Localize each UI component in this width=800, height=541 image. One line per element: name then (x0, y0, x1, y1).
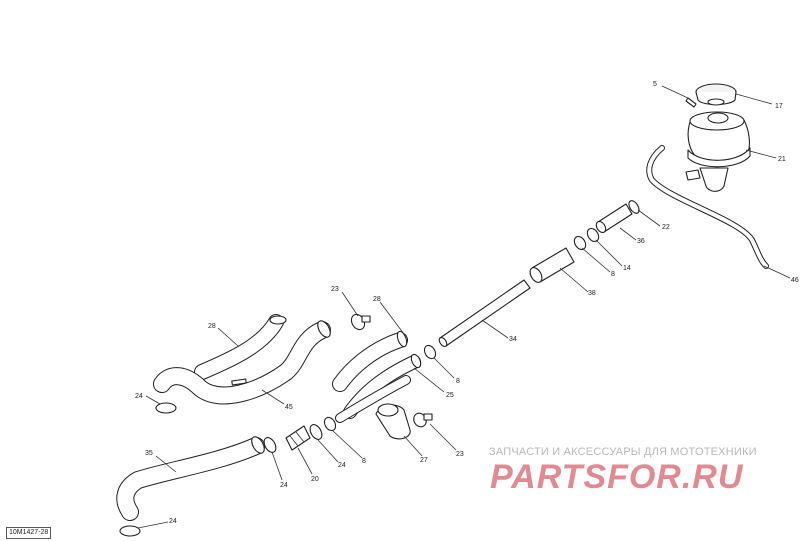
hose-45 (153, 320, 331, 405)
clamp-8-middle (423, 344, 437, 360)
clamp-24-bottom (119, 525, 141, 537)
callout-24-left: 24 (135, 393, 143, 400)
reservoir-cap (695, 83, 737, 106)
callout-28-left: 28 (208, 323, 216, 330)
clamp-23-upper (350, 313, 371, 331)
callout-21: 21 (778, 156, 786, 163)
clamp-23-lower (413, 412, 433, 428)
hose-38 (529, 247, 575, 283)
callout-35: 35 (145, 450, 153, 457)
callout-27: 27 (420, 457, 428, 464)
callout-8-upper: 8 (611, 271, 615, 278)
callout-24-middle-right: 24 (338, 462, 346, 469)
callout-36: 36 (637, 238, 645, 245)
callout-20: 20 (311, 476, 319, 483)
callout-25: 25 (446, 392, 454, 399)
hose-35 (116, 436, 265, 521)
callout-8-lower: 8 (362, 458, 366, 465)
clamp-8-lower (323, 416, 337, 432)
hose-28-left (194, 314, 287, 380)
fitting-20 (285, 425, 311, 451)
callout-24-middle-left: 24 (280, 482, 288, 489)
clamp-22 (628, 200, 640, 214)
watermark-tagline: ЗАПЧАСТИ И АКСЕССУАРЫ ДЛЯ МОТОТЕХНИКИ (489, 446, 757, 458)
hose-36 (595, 203, 633, 234)
hose-28-right (332, 330, 408, 392)
callouts: 5 17 21 22 36 14 8 38 46 34 23 28 28 8 2… (135, 81, 799, 525)
callout-28-right: 28 (373, 296, 381, 303)
callout-24-bottom: 24 (169, 518, 177, 525)
callout-8-middle: 8 (456, 378, 460, 385)
leader-lines (137, 85, 791, 529)
callout-46: 46 (791, 277, 799, 284)
hose-connector (335, 375, 411, 423)
clamp-8-upper (573, 235, 587, 251)
callout-22: 22 (662, 224, 670, 231)
clamp-24-left (155, 402, 177, 414)
overflow-hose (646, 145, 769, 269)
callout-34: 34 (509, 336, 517, 343)
callout-5: 5 (653, 81, 657, 88)
callout-14: 14 (623, 265, 631, 272)
diagram-reference-code: 10M1427-28 (6, 527, 52, 539)
pipe-34 (438, 279, 531, 347)
elbow-27 (375, 403, 411, 440)
callout-23-lower: 23 (456, 451, 464, 458)
callout-17: 17 (775, 103, 783, 110)
watermark-logo: PARTSFOR.RU (490, 458, 744, 496)
clamp-24-middle (309, 424, 323, 440)
cap-screw (685, 97, 697, 108)
callout-38: 38 (588, 290, 596, 297)
coolant-reservoir (685, 111, 751, 192)
callout-45: 45 (285, 404, 293, 411)
clamp-24-lower (263, 437, 277, 453)
callout-23-upper: 23 (331, 286, 339, 293)
